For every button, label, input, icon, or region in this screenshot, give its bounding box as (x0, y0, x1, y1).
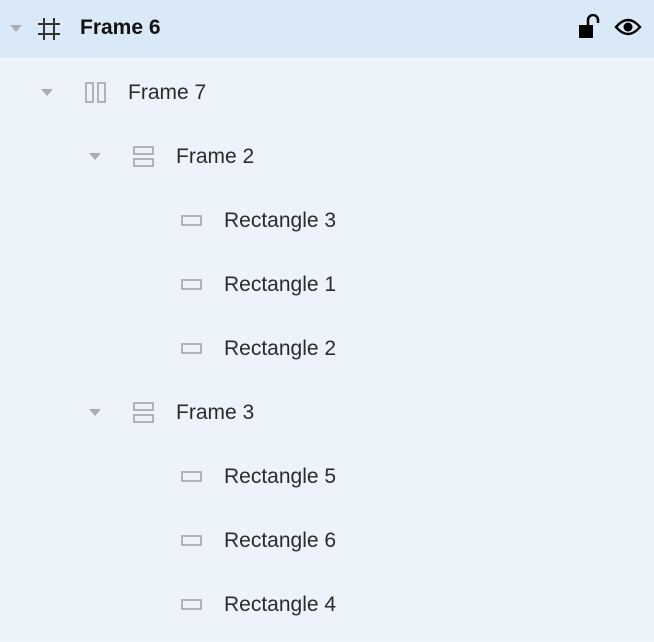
frame-hash-icon (37, 17, 61, 46)
rectangle-icon (181, 278, 203, 296)
rectangle-icon (181, 214, 203, 232)
layer-row-rectangle-6[interactable]: Rectangle 6 (0, 508, 654, 572)
layer-row-rectangle-2[interactable]: Rectangle 2 (0, 316, 654, 380)
auto-layout-vertical-icon (133, 146, 155, 173)
caret-down-icon[interactable] (10, 25, 22, 32)
layer-label: Rectangle 6 (224, 529, 337, 552)
auto-layout-horizontal-icon (85, 82, 107, 109)
caret-down-icon[interactable] (41, 89, 53, 96)
layer-label: Rectangle 3 (224, 209, 337, 232)
layer-label: Frame 7 (128, 81, 207, 104)
rectangle-icon (181, 342, 203, 360)
layer-row-rectangle-5[interactable]: Rectangle 5 (0, 444, 654, 508)
layer-row-frame-3[interactable]: Frame 3 (0, 380, 654, 444)
layer-label: Frame 6 (80, 16, 161, 39)
rectangle-icon (181, 598, 203, 616)
layer-row-rectangle-1[interactable]: Rectangle 1 (0, 252, 654, 316)
layer-row-rectangle-4[interactable]: Rectangle 4 (0, 572, 654, 636)
caret-down-icon[interactable] (89, 153, 101, 160)
layer-label: Rectangle 4 (224, 593, 337, 616)
auto-layout-vertical-icon (133, 402, 155, 429)
layer-label: Frame 2 (176, 145, 255, 168)
eye-icon[interactable] (614, 17, 642, 42)
layer-label: Frame 3 (176, 401, 255, 424)
unlock-icon[interactable] (578, 13, 600, 45)
layer-row-frame-6[interactable]: Frame 6 (0, 0, 654, 58)
layer-label: Rectangle 2 (224, 337, 337, 360)
layer-row-frame-7[interactable]: Frame 7 (0, 60, 654, 124)
rectangle-icon (181, 470, 203, 488)
layer-row-rectangle-3[interactable]: Rectangle 3 (0, 188, 654, 252)
layer-row-frame-2[interactable]: Frame 2 (0, 124, 654, 188)
layer-label: Rectangle 5 (224, 465, 337, 488)
rectangle-icon (181, 534, 203, 552)
layer-label: Rectangle 1 (224, 273, 337, 296)
caret-down-icon[interactable] (89, 409, 101, 416)
